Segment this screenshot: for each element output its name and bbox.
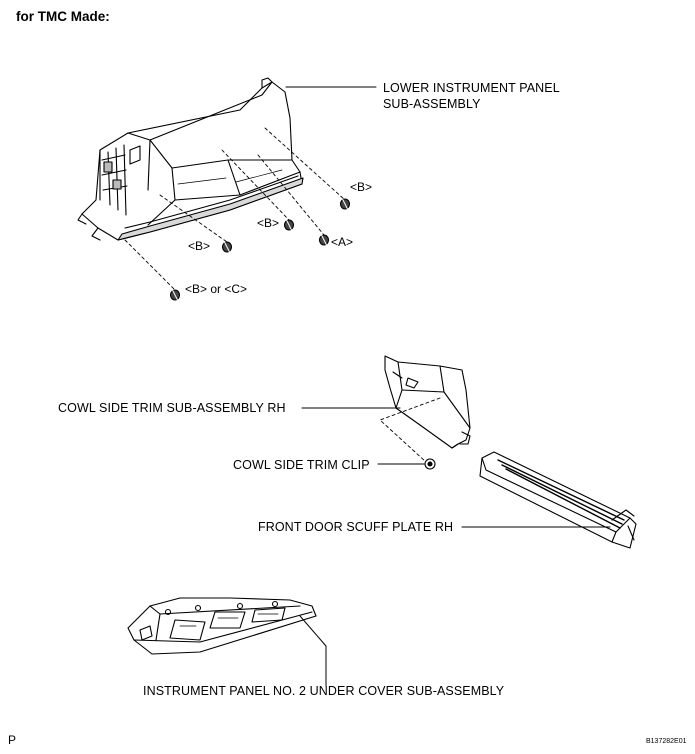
front-door-scuff-plate-label: FRONT DOOR SCUFF PLATE RH	[258, 520, 454, 534]
front-door-scuff-plate-drawing	[479, 451, 637, 549]
under-cover-label: INSTRUMENT PANEL NO. 2 UNDER COVER SUB-A…	[143, 684, 505, 698]
lower-instrument-panel-label-line1: LOWER INSTRUMENT PANEL	[383, 81, 560, 95]
screw-b-or-c-label: <B> or <C>	[185, 282, 248, 296]
cowl-side-trim-clip-drawing	[424, 458, 436, 470]
screw-b-or-c	[169, 288, 181, 302]
screw-b-label-upper: <B>	[350, 180, 373, 194]
screw-b-middle	[283, 218, 295, 232]
cowl-side-trim-clip-label: COWL SIDE TRIM CLIP	[233, 458, 370, 472]
screw-a-label: <A>	[331, 235, 354, 249]
screw-b-label-left: <B>	[188, 239, 211, 253]
cowl-side-trim-label: COWL SIDE TRIM SUB-ASSEMBLY RH	[58, 401, 286, 415]
page-title: for TMC Made:	[16, 9, 110, 24]
figure-code: B137282E01	[646, 738, 687, 745]
page-marker: P	[8, 733, 17, 747]
lower-instrument-panel-label-line2: SUB-ASSEMBLY	[383, 97, 481, 111]
screw-a	[318, 233, 330, 247]
panel-dashed-leaders	[124, 127, 346, 291]
screw-b-upper-right	[339, 197, 351, 211]
cowl-side-trim-drawing	[384, 355, 471, 449]
lower-instrument-panel-drawing	[77, 77, 304, 241]
screw-b-label-middle: <B>	[257, 216, 280, 230]
under-cover-drawing	[127, 597, 317, 655]
screw-b-left	[221, 240, 233, 254]
cowl-dashed-leader	[379, 397, 441, 463]
under-cover-leader	[299, 615, 327, 687]
